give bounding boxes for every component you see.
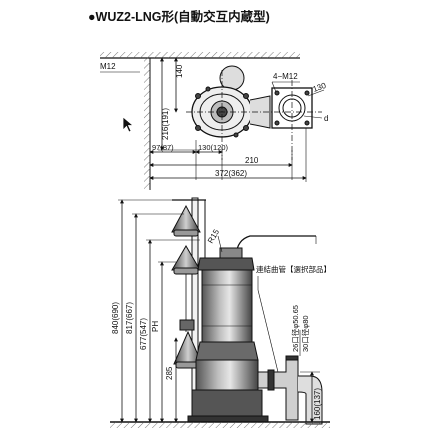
d130-label: 130 [312, 81, 328, 94]
pipe-label: 連結曲管【選択部品】 [256, 264, 331, 274]
d-label: d [324, 114, 328, 123]
float-middle [171, 245, 201, 275]
r15-label: R15 [206, 227, 221, 245]
h817-label: 817(667) [125, 302, 134, 334]
cursor-arrow-icon [122, 116, 135, 133]
float-lower [173, 330, 203, 369]
m12-left-label: M12 [100, 62, 116, 71]
h677-label: 677(547) [139, 318, 148, 350]
h160-label: 160(137) [313, 388, 322, 420]
diagram-title: ●WUZ2-LNG形(自動交互内蔵型) [88, 10, 270, 24]
w130-label: 130(120) [198, 143, 229, 152]
d30-label: 30口径φ80 [300, 315, 310, 352]
h140-label: 140 [175, 64, 184, 78]
h840-label: 840(690) [111, 302, 120, 334]
ph-label: PH [151, 321, 160, 332]
w372-label: 372(362) [215, 169, 247, 178]
d26-label: 26口径φ50.65 [290, 305, 300, 352]
w97-label: 97(87) [152, 143, 174, 152]
h285-label: 285 [165, 366, 174, 380]
top-view [100, 52, 325, 190]
m12-right-label: 4−M12 [273, 72, 298, 81]
h216-label: 216(191) [161, 108, 170, 140]
side-view [110, 197, 330, 428]
w210-label: 210 [245, 156, 259, 165]
float-upper [171, 204, 201, 237]
